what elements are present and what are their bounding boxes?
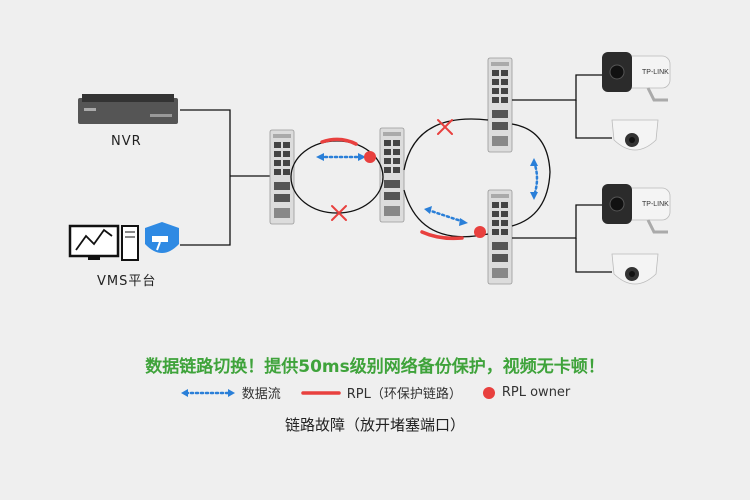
legend-rpl-owner-label: RPL owner	[501, 385, 571, 400]
data-flow-legend-icon	[180, 388, 235, 397]
rpl-owner-dot-1	[364, 151, 376, 163]
legend-rpl-label: RPL（环保护链路）	[346, 387, 462, 402]
vms-platform-icon	[68, 224, 139, 261]
rpl-owner-legend-icon	[482, 386, 495, 399]
camera-brand-label-1: TP-LINK	[642, 69, 669, 76]
dome-camera-1	[611, 119, 659, 151]
camera-wiring	[512, 74, 612, 273]
bullet-camera-2	[600, 182, 672, 234]
legend-data-flow-label: 数据流	[241, 387, 281, 402]
nvr-label: NVR	[111, 134, 142, 149]
caption: 链路故障（放开堵塞端口）	[284, 416, 465, 434]
link-failure-marks	[331, 119, 453, 221]
rpl-arcs	[320, 137, 464, 241]
vms-label: VMS平台	[97, 274, 157, 289]
rpl-owner-dot-2	[474, 226, 486, 238]
legend: 数据流 RPL（环保护链路） RPL owner	[0, 383, 750, 402]
nvr-vms-wiring	[180, 109, 270, 246]
vms-shield-icon	[145, 222, 179, 253]
nvr-device	[78, 94, 178, 124]
ring-switch-3	[487, 57, 513, 153]
data-flow-arrowheads	[316, 153, 538, 226]
legend-rpl: RPL（环保护链路）	[300, 383, 462, 402]
ring-switch-4	[487, 189, 513, 285]
camera-brand-label-2: TP-LINK	[642, 201, 669, 208]
topology-diagram: TP-LINK TP-LINK	[68, 50, 672, 285]
bullet-camera-1	[600, 50, 672, 102]
dome-camera-2	[611, 253, 659, 285]
headline: 数据链路切换！提供50ms级别网络备份保护，视频无卡顿！	[145, 357, 605, 377]
rpl-legend-icon	[300, 390, 341, 395]
legend-data-flow: 数据流	[180, 383, 281, 402]
legend-rpl-owner: RPL owner	[482, 385, 570, 400]
ring-switch-2	[379, 127, 405, 223]
